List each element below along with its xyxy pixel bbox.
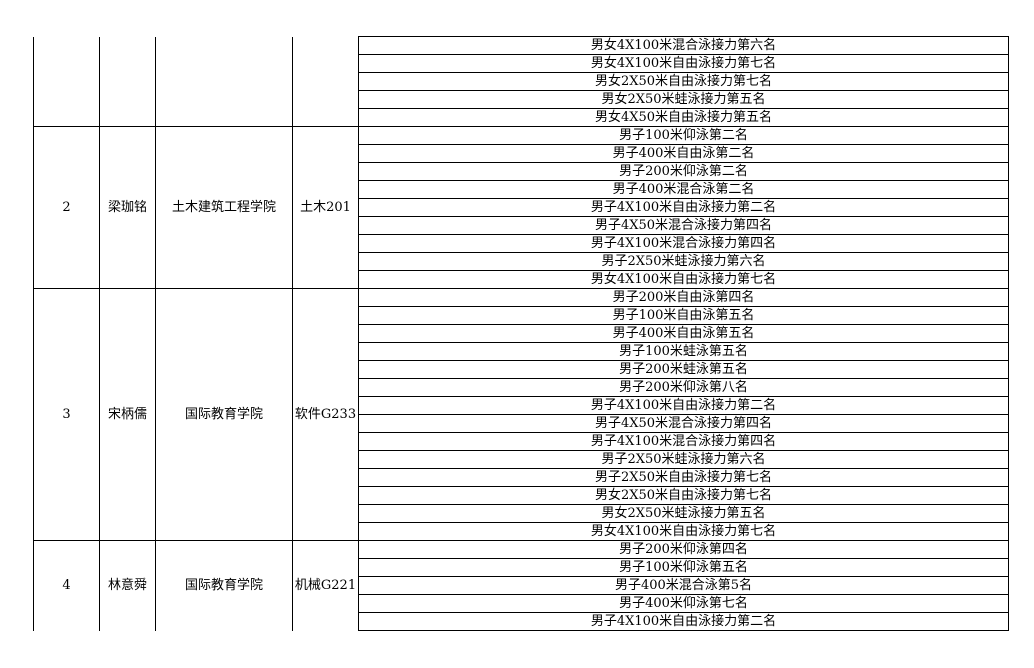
award-row: 男子200米仰泳第八名 — [34, 378, 1009, 397]
class-cell: 机械G221 — [292, 540, 359, 631]
award-cell: 男子200米仰泳第四名 — [358, 540, 1009, 559]
award-cell: 男子4X100米自由泳接力第二名 — [358, 396, 1009, 415]
award-row: 男女4X100米混合泳接力第六名 — [33, 36, 1009, 127]
award-cell: 男女4X50米自由泳接力第五名 — [358, 108, 1009, 127]
rank-number-cell: 4 — [33, 540, 100, 631]
award-cell: 男女2X50米蛙泳接力第五名 — [358, 504, 1009, 523]
rank-number-cell — [33, 36, 100, 127]
award-cell: 男子4X100米自由泳接力第二名 — [358, 612, 1009, 631]
school-cell: 国际教育学院 — [155, 540, 293, 631]
awards-sheet: 男女4X100米混合泳接力第六名男女4X100米自由泳接力第七名男女2X50米自… — [33, 36, 1009, 631]
award-cell: 男女4X100米混合泳接力第六名 — [358, 36, 1009, 55]
school-cell — [155, 36, 293, 127]
award-cell: 男子4X100米自由泳接力第二名 — [358, 198, 1009, 217]
award-row: 男子200米蛙泳第五名 — [34, 360, 1009, 379]
award-cell: 男子4X50米混合泳接力第四名 — [358, 216, 1009, 235]
award-cell: 男子100米自由泳第五名 — [358, 306, 1009, 325]
award-cell: 男子200米仰泳第八名 — [358, 378, 1009, 397]
rank-number-cell: 3 — [33, 288, 100, 541]
award-row: 男子4X50米混合泳接力第四名 — [34, 216, 1009, 235]
school-cell: 国际教育学院 — [155, 288, 293, 541]
award-cell: 男子200米自由泳第四名 — [358, 288, 1009, 307]
award-cell: 男女4X100米自由泳接力第七名 — [358, 522, 1009, 541]
award-cell: 男女2X50米自由泳接力第七名 — [358, 486, 1009, 505]
award-cell: 男子100米仰泳第二名 — [358, 126, 1009, 145]
awards-table-body: 男女4X100米混合泳接力第六名男女4X100米自由泳接力第七名男女2X50米自… — [33, 36, 1009, 631]
school-cell: 土木建筑工程学院 — [155, 126, 293, 289]
award-cell: 男女4X100米自由泳接力第七名 — [358, 270, 1009, 289]
award-cell: 男子2X50米蛙泳接力第六名 — [358, 450, 1009, 469]
student-name-cell: 梁珈铭 — [99, 126, 156, 289]
award-row: 男子400米自由泳第五名 — [34, 324, 1009, 343]
award-row: 男子4X100米自由泳接力第二名 — [34, 396, 1009, 415]
award-cell: 男女2X50米蛙泳接力第五名 — [358, 90, 1009, 109]
class-cell: 软件G233 — [292, 288, 359, 541]
award-cell: 男子2X50米自由泳接力第七名 — [358, 468, 1009, 487]
award-cell: 男子400米自由泳第二名 — [358, 144, 1009, 163]
award-cell: 男子200米蛙泳第五名 — [358, 360, 1009, 379]
class-cell: 土木201 — [292, 126, 359, 289]
award-cell: 男子4X100米混合泳接力第四名 — [358, 234, 1009, 253]
student-name-cell: 宋柄儒 — [99, 288, 156, 541]
award-row: 男子400米自由泳第二名 — [34, 144, 1009, 163]
award-row: 男子2X50米蛙泳接力第六名 — [34, 450, 1009, 469]
awards-table: 男女4X100米混合泳接力第六名男女4X100米自由泳接力第七名男女2X50米自… — [33, 36, 1009, 631]
award-cell: 男子400米混合泳第二名 — [358, 180, 1009, 199]
award-cell: 男子2X50米蛙泳接力第六名 — [358, 252, 1009, 271]
award-row: 男子4X100米自由泳接力第二名 — [34, 612, 1009, 631]
award-cell: 男子100米仰泳第五名 — [358, 558, 1009, 577]
award-row: 男子100米自由泳第五名 — [34, 306, 1009, 325]
award-cell: 男子400米混合泳第5名 — [358, 576, 1009, 595]
award-cell: 男子200米仰泳第二名 — [358, 162, 1009, 181]
award-cell: 男女2X50米自由泳接力第七名 — [358, 72, 1009, 91]
award-row: 男子400米混合泳第5名 — [34, 576, 1009, 595]
student-name-cell: 林意舜 — [99, 540, 156, 631]
student-name-cell — [99, 36, 156, 127]
award-cell: 男子4X100米混合泳接力第四名 — [358, 432, 1009, 451]
award-cell: 男子400米自由泳第五名 — [358, 324, 1009, 343]
award-cell: 男子4X50米混合泳接力第四名 — [358, 414, 1009, 433]
award-cell: 男子100米蛙泳第五名 — [358, 342, 1009, 361]
award-cell: 男女4X100米自由泳接力第七名 — [358, 54, 1009, 73]
rank-number-cell: 2 — [33, 126, 100, 289]
class-cell — [292, 36, 359, 127]
award-cell: 男子400米仰泳第七名 — [358, 594, 1009, 613]
award-row: 男子4X100米混合泳接力第四名 — [34, 432, 1009, 451]
